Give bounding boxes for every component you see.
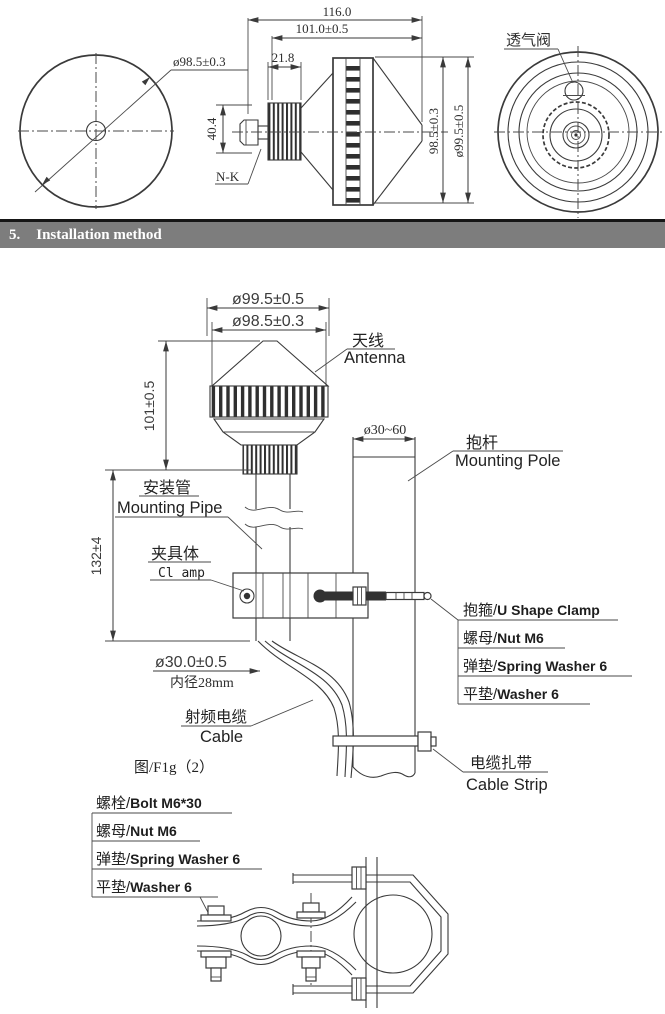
pipe-inner-diameter-dim: 内径28mm — [170, 675, 234, 691]
antenna-height-dim: 101±0.5 — [141, 381, 157, 432]
vent-valve — [564, 81, 584, 101]
strip-label-en: Cable Strip — [466, 776, 548, 794]
rear-view-drawing: 透气阀 — [494, 32, 662, 218]
top-orthographic-views: ø98.5±0.3 116.0 101.0±0.5 21.8 40.4 — [18, 4, 662, 218]
antenna-label-en: Antenna — [344, 349, 406, 367]
bolt-part-row: 螺栓/Bolt M6*30 — [96, 795, 202, 812]
pipe-length-dim: 132±4 — [88, 536, 104, 575]
pole-diameter-dim: ø30~60 — [364, 423, 407, 438]
front-diameter-dim: ø98.5±0.3 — [173, 54, 226, 69]
pipe-diameter-dim: ø30.0±0.5 — [155, 654, 227, 671]
bolt-part-row: 平垫/Washer 6 — [96, 879, 192, 896]
bolt-part-row: 螺母/Nut M6 — [96, 823, 177, 840]
body-diameter-dim: 98.5±0.3 — [426, 108, 441, 154]
uclamp-part-row: 螺母/Nut M6 — [463, 630, 544, 647]
bolt-parts-list: 螺栓/Bolt M6*30 螺母/Nut M6 弹垫/Spring Washer… — [91, 795, 262, 921]
figure-dimensions: 101±0.5 132±4 ø30.0±0.5 内径28mm — [88, 340, 261, 691]
front-view-drawing: ø98.5±0.3 — [18, 53, 248, 209]
clamp-label-cn: 夹具体 — [151, 545, 199, 563]
uclamp-parts-list: 抱箍/U Shape Clamp 螺母/Nut M6 弹垫/Spring Was… — [430, 598, 632, 705]
pole-label-en: Mounting Pole — [455, 452, 561, 470]
cable-label-en: Cable — [200, 728, 243, 746]
strip-label-cn: 电缆扎带 — [470, 754, 532, 772]
side-view-drawing: 116.0 101.0±0.5 21.8 40.4 — [204, 4, 474, 206]
cable-strap-drawing — [332, 731, 437, 752]
antenna-label-cn: 天线 — [352, 332, 384, 350]
mounting-pipe-drawing — [244, 474, 304, 641]
fig-radome-diameter-dim: ø98.5±0.3 — [232, 313, 304, 330]
uclamp-part-row: 平垫/Washer 6 — [463, 686, 559, 703]
cable-label-cn: 射频电缆 — [185, 708, 247, 726]
connector-height-dim: 40.4 — [204, 117, 219, 140]
total-length-dim: 116.0 — [323, 4, 352, 19]
nut-width-dim: 21.8 — [272, 50, 295, 65]
clamp-label-en: Cl amp — [158, 566, 205, 581]
uclamp-part-row: 弹垫/Spring Washer 6 — [463, 658, 607, 675]
diameter-arrow — [141, 77, 150, 86]
bolt-part-row: 弹垫/Spring Washer 6 — [96, 851, 240, 868]
section-number: 5. — [9, 227, 21, 243]
clamp-drawing — [232, 572, 432, 619]
diameter-arrow — [42, 176, 51, 185]
pipe-label-cn: 安装管 — [143, 479, 191, 497]
connector-type-label: N-K — [216, 169, 240, 184]
body-length-dim: 101.0±0.5 — [296, 21, 349, 36]
section-title: Installation method — [36, 227, 162, 243]
antenna-drawing: ø99.5±0.5 ø98.5±0.3 — [206, 291, 330, 475]
figure-caption: 图/F1g（2） — [134, 759, 214, 776]
outer-diameter-dim: ø99.5±0.5 — [451, 105, 466, 158]
clamp-bolt-head — [313, 589, 327, 603]
rf-cable-drawing — [257, 640, 354, 779]
pipe-label-en: Mounting Pipe — [117, 499, 223, 517]
section-header-bar: 5. Installation method — [0, 219, 665, 248]
vent-valve-label: 透气阀 — [506, 32, 551, 49]
pole-label-cn: 抱杆 — [466, 434, 498, 452]
installation-figure: ø30~60 ø99.5±0.5 ø98.5±0.3 — [88, 291, 632, 1008]
clamp-assembly-drawing — [196, 857, 449, 1008]
figure-callouts: 天线 Antenna 抱杆 Mounting Pole 安装管 Mounting… — [115, 332, 563, 794]
uclamp-part-row: 抱箍/U Shape Clamp — [463, 602, 600, 619]
fig-outer-diameter-dim: ø99.5±0.5 — [232, 291, 304, 308]
